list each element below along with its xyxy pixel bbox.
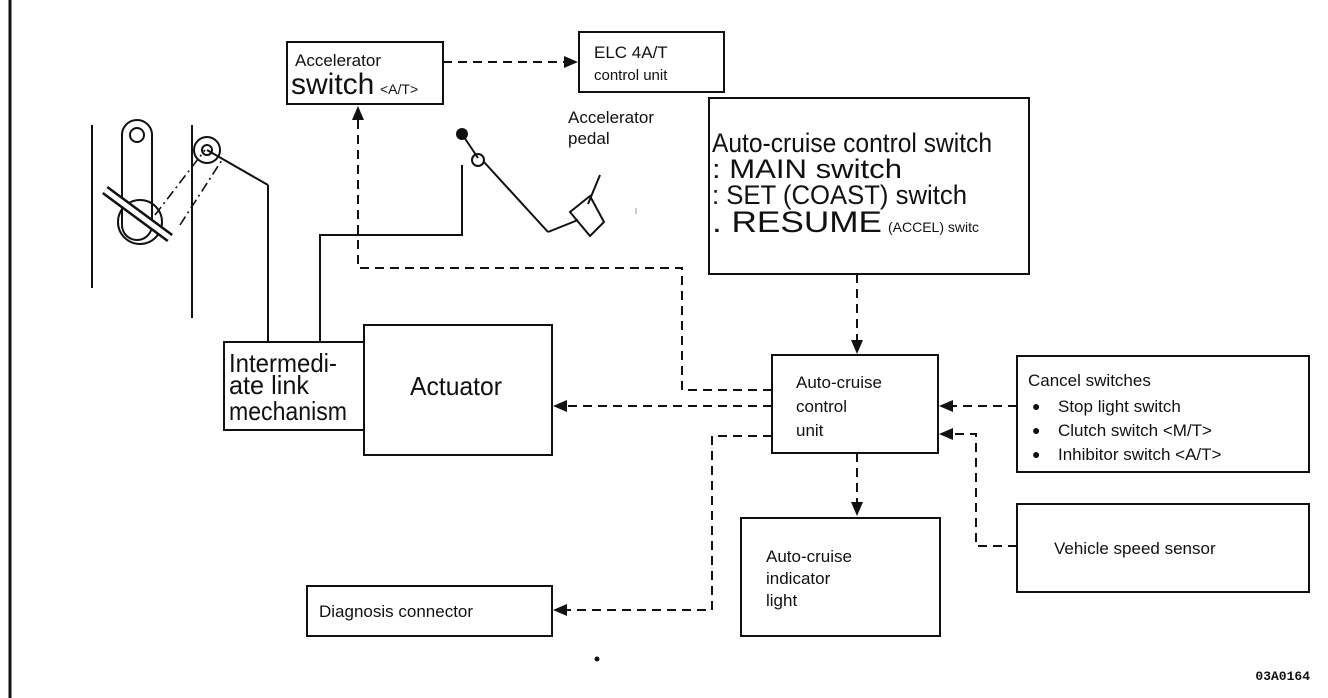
- cruise-switch-title: Auto-cruise control switch: [712, 128, 992, 158]
- auto-cruise-control-unit-block: Auto-cruise control unit: [771, 354, 939, 454]
- cruise-switch-main: : MAIN switch: [712, 154, 902, 184]
- actuator-label: Actuator: [410, 371, 502, 401]
- cancel-switches-block: Cancel switches ● Stop light switch ● Cl…: [1016, 355, 1310, 473]
- accelerator-switch-word: switch: [291, 68, 374, 101]
- cruise-switch-resume: . RESUME: [712, 206, 882, 239]
- cancel-item-stop-light: Stop light switch: [1058, 397, 1181, 416]
- cruise-switch-set: : SET (COAST) switch: [712, 180, 967, 210]
- cruise-switch-resume-suffix: (ACCEL) switc: [888, 219, 979, 235]
- intermediate-link-line1: Intermedi-: [229, 348, 337, 378]
- control-unit-line3: unit: [796, 421, 824, 440]
- throttle-linkage-sketch: [91, 119, 269, 342]
- vehicle-speed-sensor-block: Vehicle speed sensor: [1016, 503, 1310, 593]
- bullet-icon: ●: [1032, 446, 1040, 462]
- speed-sensor-label: Vehicle speed sensor: [1054, 539, 1216, 558]
- accelerator-pedal-sketch: [456, 128, 637, 238]
- elc-unit-line2: control unit: [594, 67, 668, 84]
- figure-code: 03A0164: [1255, 669, 1310, 684]
- bullet-icon: ●: [1032, 422, 1040, 438]
- pedal-link-rod: [319, 165, 463, 342]
- diagnosis-connector-label: Diagnosis connector: [319, 602, 473, 621]
- accelerator-switch-block: Accelerator switch <A/T>: [286, 41, 444, 105]
- diagnosis-connector-block: Diagnosis connector: [306, 585, 553, 637]
- auto-cruise-indicator-light-block: Auto-cruise indicator light: [740, 517, 941, 637]
- intermediate-link-line3: mechanism: [229, 396, 347, 426]
- accelerator-switch-label: Accelerator: [295, 51, 381, 70]
- pedal-label-line2: pedal: [568, 129, 610, 148]
- auto-cruise-control-switch-block: Auto-cruise control switch : MAIN switch…: [708, 97, 1030, 275]
- elc-control-unit-block: ELC 4A/T control unit: [578, 31, 725, 93]
- intermediate-link-block: Intermedi- ate link mechanism: [223, 341, 365, 431]
- cancel-switches-title: Cancel switches: [1028, 371, 1151, 390]
- accelerator-pedal-label: Accelerator pedal: [568, 108, 654, 148]
- bullet-icon: ●: [1032, 398, 1040, 414]
- cancel-item-inhibitor: Inhibitor switch <A/T>: [1058, 445, 1222, 464]
- accelerator-switch-variant: <A/T>: [380, 81, 418, 97]
- indicator-light-line3: light: [766, 591, 797, 610]
- pedal-label-line1: Accelerator: [568, 108, 654, 127]
- signal-lines: [352, 56, 1017, 662]
- intermediate-link-line2: ate link: [229, 370, 310, 400]
- indicator-light-line2: indicator: [766, 569, 831, 588]
- indicator-light-line1: Auto-cruise: [766, 547, 852, 566]
- control-unit-line2: control: [796, 397, 847, 416]
- actuator-block: Actuator: [363, 324, 553, 456]
- control-unit-line1: Auto-cruise: [796, 373, 882, 392]
- cancel-item-clutch: Clutch switch <M/T>: [1058, 421, 1212, 440]
- elc-unit-line1: ELC 4A/T: [594, 43, 668, 62]
